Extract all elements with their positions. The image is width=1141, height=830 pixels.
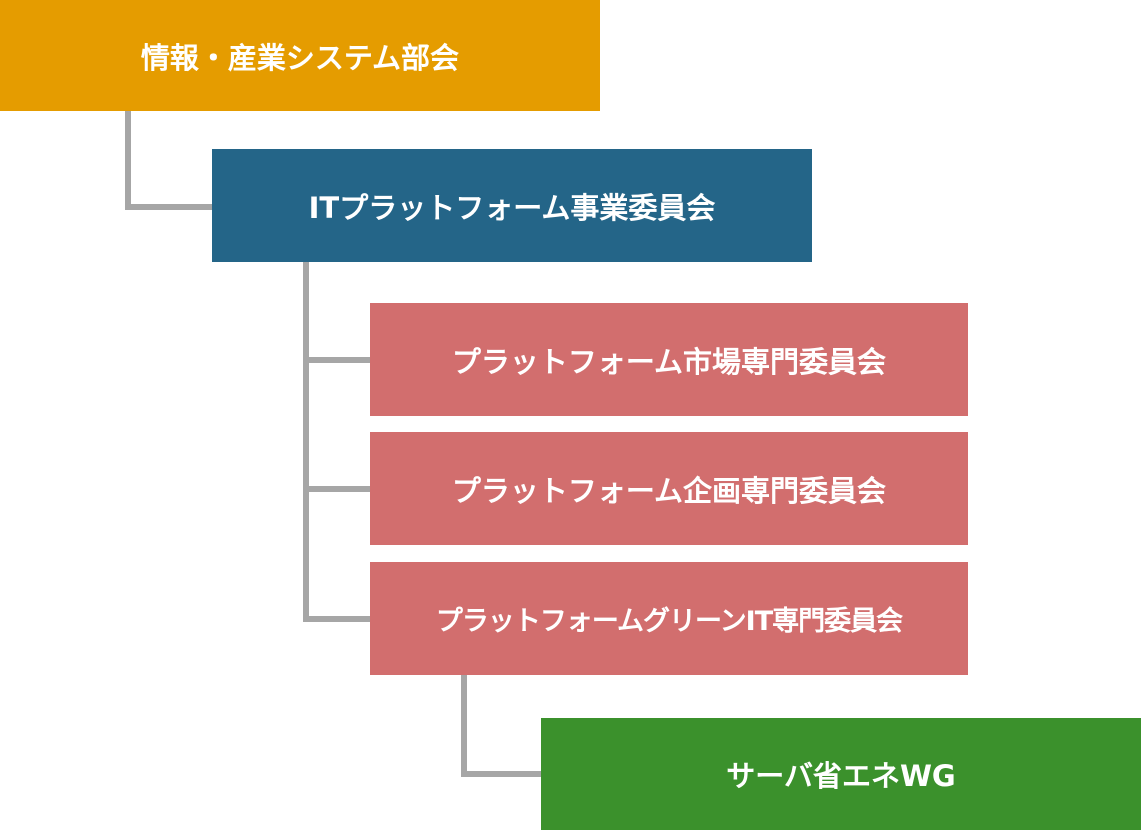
connector-root-horizontal xyxy=(125,204,212,210)
connector-level2-branch-1 xyxy=(303,357,370,363)
connector-level2-to-wg-vertical xyxy=(461,675,467,777)
node-platform-market-committee: プラットフォーム市場専門委員会 xyxy=(370,303,968,416)
connector-level2-branch-2 xyxy=(303,486,370,492)
node-it-platform-business-committee: ITプラットフォーム事業委員会 xyxy=(212,149,812,262)
node-information-industry-systems-division: 情報・産業システム部会 xyxy=(0,0,600,111)
node-platform-planning-committee: プラットフォーム企画専門委員会 xyxy=(370,432,968,545)
node-server-energy-saving-wg: サーバ省エネWG xyxy=(541,718,1141,830)
connector-level2-branch-3 xyxy=(303,616,370,622)
connector-level2-to-wg-horizontal xyxy=(461,771,541,777)
connector-level1-vertical xyxy=(303,262,309,622)
connector-root-vertical xyxy=(125,111,131,210)
node-platform-green-it-committee: プラットフォームグリーンIT専門委員会 xyxy=(370,562,968,675)
